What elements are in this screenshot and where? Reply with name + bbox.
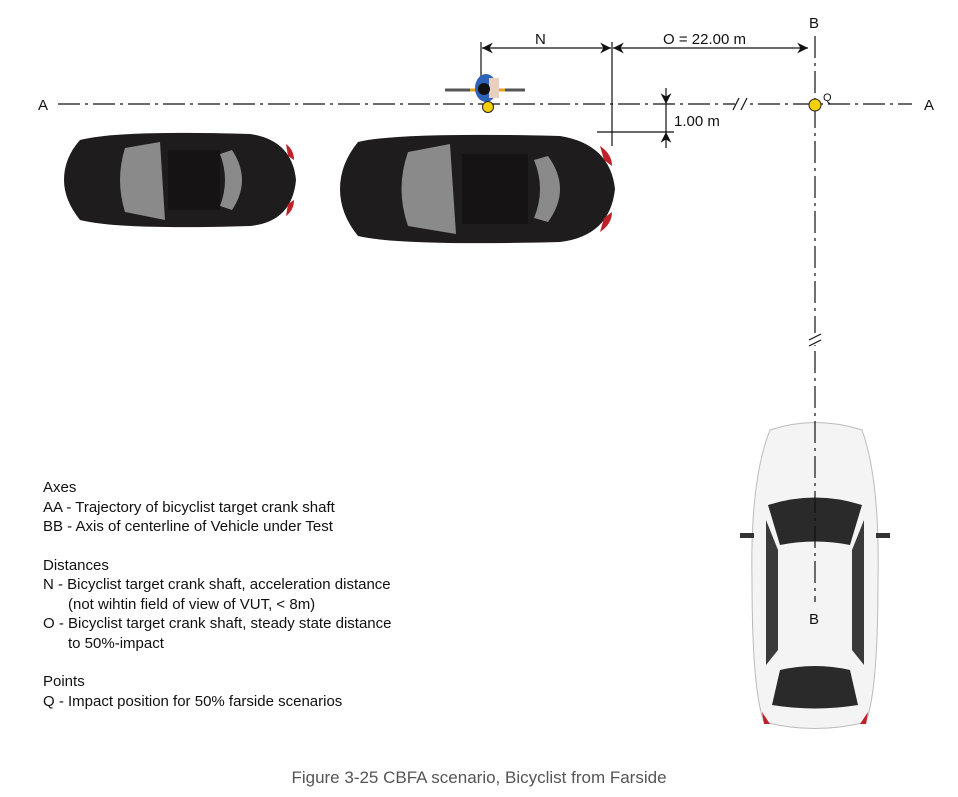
parked-car-1 (64, 132, 296, 228)
point-q-label: Q (823, 92, 832, 104)
legend-axes: Axes AA - Trajectory of bicyclist target… (43, 478, 391, 537)
legend-axis-bb: BB - Axis of centerline of Vehicle under… (43, 518, 333, 535)
legend-axes-title: Axes (43, 479, 77, 496)
legend-distance-n: N - Bicyclist target crank shaft, accele… (43, 576, 391, 593)
impact-point-q (808, 98, 822, 112)
axis-label-b-bottom: B (809, 611, 819, 628)
legend-distances: Distances N - Bicyclist target crank sha… (43, 556, 391, 654)
parked-car-2 (340, 134, 615, 244)
legend-points-title: Points (43, 673, 85, 690)
legend-distance-o-note: to 50%-impact (68, 634, 164, 652)
axis-break-mark-bb (808, 333, 822, 347)
axis-label-a-right: A (924, 97, 934, 114)
figure-caption: Figure 3-25 CBFA scenario, Bicyclist fro… (291, 768, 667, 787)
axis-label-b-top: B (809, 15, 819, 32)
dimension-o-label: O = 22.00 m (663, 31, 746, 48)
dimension-n-label: N (535, 31, 546, 48)
legend-axis-aa: AA - Trajectory of bicyclist target cran… (43, 498, 335, 516)
legend: Axes AA - Trajectory of bicyclist target… (43, 478, 391, 711)
dimension-lines (480, 42, 808, 148)
legend-distance-n-note: (not wihtin field of view of VUT, < 8m) (68, 595, 316, 613)
bicyclist-target (445, 74, 525, 113)
legend-distance-o: O - Bicyclist target crank shaft, steady… (43, 615, 392, 632)
legend-point-q: Q - Impact position for 50% farside scen… (43, 692, 343, 710)
offset-label: 1.00 m (674, 113, 720, 130)
axis-break-mark-aa (732, 97, 748, 111)
axis-label-a-left: A (38, 97, 48, 114)
legend-points: Points Q - Impact position for 50% farsi… (43, 672, 391, 711)
legend-distances-title: Distances (43, 556, 109, 574)
